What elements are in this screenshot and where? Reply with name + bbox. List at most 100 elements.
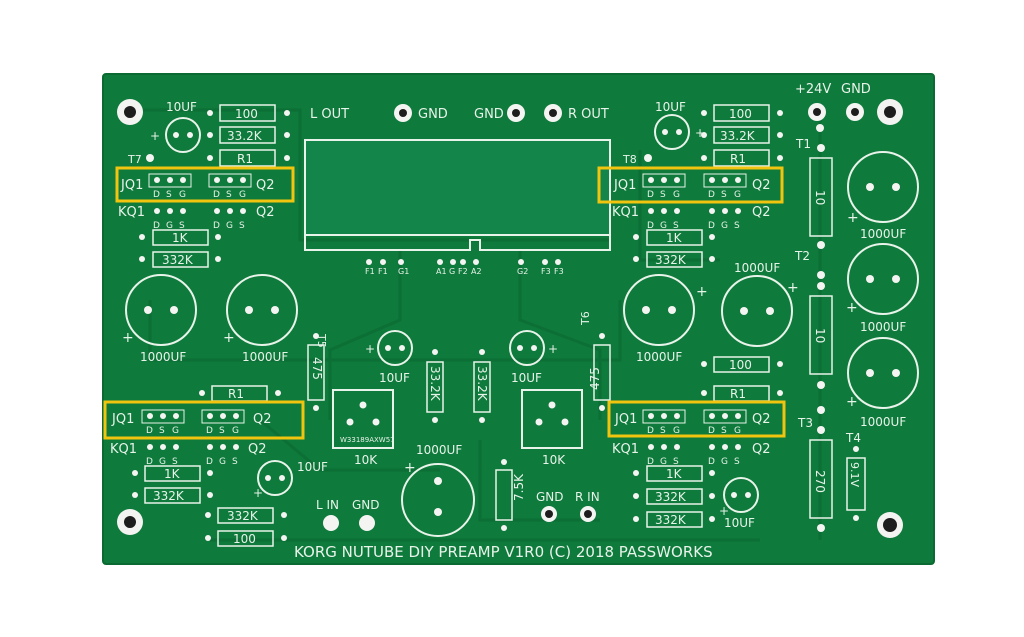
svg-text:S: S	[660, 190, 666, 200]
svg-text:G: G	[673, 426, 680, 436]
svg-text:G: G	[219, 457, 226, 467]
highlight-box	[597, 166, 784, 204]
svg-text:D: D	[647, 190, 654, 200]
svg-text:D: D	[146, 457, 153, 467]
svg-text:+: +	[696, 284, 708, 300]
resistor-475-right: T6 475	[579, 311, 611, 411]
svg-text:1000UF: 1000UF	[242, 350, 288, 364]
svg-text:A2: A2	[471, 267, 482, 276]
svg-text:Q2: Q2	[253, 412, 272, 427]
svg-text:T1: T1	[795, 137, 811, 151]
center-33k-resistors: 33.2K 33.2K	[426, 349, 491, 423]
svg-text:1K: 1K	[164, 467, 181, 481]
svg-text:+: +	[365, 342, 375, 356]
svg-text:KQ1: KQ1	[110, 442, 137, 457]
svg-text:S: S	[232, 457, 238, 467]
svg-text:1000UF: 1000UF	[860, 415, 906, 429]
svg-text:T3: T3	[797, 416, 813, 430]
svg-text:G: G	[734, 190, 741, 200]
svg-text:G: G	[734, 426, 741, 436]
svg-text:S: S	[166, 190, 172, 200]
svg-text:G: G	[449, 267, 455, 276]
svg-text:G: G	[226, 221, 233, 231]
pot-10k-left: W33189AXW57 10K	[332, 389, 395, 467]
svg-text:G: G	[172, 426, 179, 436]
svg-text:10UF: 10UF	[655, 100, 686, 114]
kq1-row-right-lower: KQ1 D G S D G S Q2	[612, 442, 771, 467]
cap-10uf-right-top: 10UF + T8	[622, 100, 705, 166]
jfet-block-left-lower: JQ1 D S G D S G Q2	[103, 400, 305, 440]
svg-text:S: S	[734, 221, 740, 231]
svg-text:Q2: Q2	[256, 205, 275, 220]
svg-text:T6: T6	[579, 311, 592, 326]
svg-text:+: +	[695, 126, 705, 140]
svg-text:D: D	[153, 190, 160, 200]
svg-text:T8: T8	[622, 153, 637, 166]
svg-text:G: G	[660, 457, 667, 467]
tube-pin-labels: F1 F1 G1 A1 G F2 A2 G2 F3 F3	[365, 267, 564, 276]
svg-text:+: +	[846, 394, 858, 410]
svg-text:1K: 1K	[666, 467, 683, 481]
power-section: T1 10 T2 10 T3 270 T4 9.1V + 1000UF + 10…	[794, 124, 919, 532]
svg-text:1000UF: 1000UF	[636, 350, 682, 364]
svg-text:100: 100	[233, 532, 256, 546]
svg-text:475: 475	[588, 367, 602, 390]
svg-text:Q2: Q2	[256, 178, 275, 193]
svg-text:A1: A1	[436, 267, 447, 276]
svg-text:D: D	[206, 457, 213, 467]
svg-text:332K: 332K	[153, 489, 185, 503]
svg-text:T2: T2	[794, 249, 810, 263]
svg-text:L IN: L IN	[316, 498, 339, 512]
svg-text:+: +	[847, 210, 859, 226]
cap-1000uf-right-mid: + 1000UF 1000UF +	[623, 261, 799, 364]
svg-text:JQ1: JQ1	[613, 178, 636, 193]
svg-text:S: S	[673, 221, 679, 231]
pot-10k-right: 10K	[521, 389, 583, 467]
svg-text:KQ1: KQ1	[612, 205, 639, 220]
svg-text:D: D	[206, 426, 213, 436]
svg-text:R OUT: R OUT	[568, 107, 609, 122]
svg-text:S: S	[721, 426, 727, 436]
svg-text:+: +	[253, 486, 263, 500]
svg-text:+: +	[223, 330, 235, 346]
svg-text:G: G	[179, 190, 186, 200]
svg-text:KQ1: KQ1	[612, 442, 639, 457]
svg-text:10UF: 10UF	[724, 516, 755, 530]
svg-text:100: 100	[235, 107, 258, 121]
svg-text:D: D	[708, 457, 715, 467]
mounting-holes	[117, 99, 903, 538]
svg-text:Q2: Q2	[752, 205, 771, 220]
kq1-row-left-lower: KQ1 D G S D G S Q2	[110, 442, 267, 467]
svg-text:S: S	[660, 426, 666, 436]
svg-text:S: S	[239, 221, 245, 231]
svg-text:+: +	[122, 330, 134, 346]
svg-text:Q2: Q2	[248, 442, 267, 457]
svg-text:JQ1: JQ1	[120, 178, 143, 193]
cap-10uf-left-lower: + 10UF	[253, 460, 328, 500]
svg-text:R1: R1	[237, 152, 253, 166]
svg-text:33.2K: 33.2K	[227, 129, 263, 143]
svg-text:R1: R1	[730, 152, 746, 166]
svg-text:10: 10	[813, 190, 827, 205]
cap-10uf-right-lower: + 10UF	[719, 477, 759, 530]
jfet-block-right-upper: JQ1 D S G D S G Q2	[597, 166, 784, 204]
svg-text:10UF: 10UF	[166, 100, 197, 114]
svg-text:+: +	[787, 280, 799, 296]
svg-text:Q2: Q2	[752, 412, 771, 427]
svg-text:R1: R1	[730, 387, 746, 401]
svg-text:F2: F2	[458, 267, 468, 276]
cap-10uf-left-top: 10UF + T7	[127, 100, 201, 166]
svg-text:S: S	[172, 457, 178, 467]
svg-text:1K: 1K	[172, 231, 189, 245]
svg-text:9.1V: 9.1V	[848, 462, 861, 487]
svg-text:270: 270	[813, 470, 827, 493]
input-connectors: L IN GND GND R IN	[316, 490, 600, 531]
board-title: KORG NUTUBE DIY PREAMP V1R0 (C) 2018 PAS…	[294, 543, 713, 561]
svg-text:7.5K: 7.5K	[512, 473, 526, 501]
svg-text:+24V: +24V	[795, 82, 831, 97]
svg-text:+: +	[846, 300, 858, 316]
cap-1000uf-center-bottom: 1000UF +	[401, 443, 475, 537]
output-connectors: L OUT GND GND R OUT	[310, 104, 609, 122]
svg-text:G: G	[166, 221, 173, 231]
svg-text:+: +	[548, 342, 558, 356]
